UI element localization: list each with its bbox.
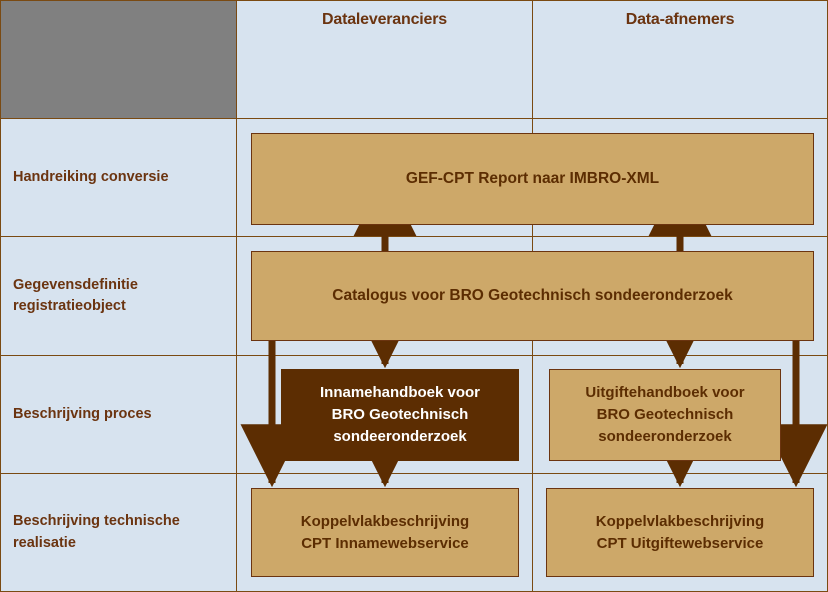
grid-cell-header-dataleveranciers xyxy=(236,0,533,119)
grid-cell-gegevensdefinitie-label xyxy=(0,236,237,356)
node-koppelvlak-uitgifte-label: Koppelvlakbeschrijving CPT Uitgiftewebse… xyxy=(595,512,765,552)
grid-cell-header-blank xyxy=(0,0,237,119)
node-catalogus[interactable]: Catalogus voor BRO Geotechnisch sondeero… xyxy=(251,251,814,341)
grid-cell-proces-label xyxy=(0,355,237,474)
grid-cell-technische-realisatie-label xyxy=(0,473,237,592)
node-koppelvlak-inname[interactable]: Koppelvlakbeschrijving CPT Innamewebserv… xyxy=(251,488,519,577)
grid-cell-handreiking-label xyxy=(0,118,237,237)
node-uitgiftehandboek[interactable]: Uitgiftehandboek voor BRO Geotechnisch s… xyxy=(549,369,781,461)
node-catalogus-label: Catalogus voor BRO Geotechnisch sondeero… xyxy=(332,286,733,304)
node-gef-cpt-report[interactable]: GEF-CPT Report naar IMBRO-XML xyxy=(251,133,814,225)
node-gef-cpt-report-label: GEF-CPT Report naar IMBRO-XML xyxy=(405,169,660,187)
node-koppelvlak-uitgifte[interactable]: Koppelvlakbeschrijving CPT Uitgiftewebse… xyxy=(546,488,814,577)
node-uitgiftehandboek-label: Uitgiftehandboek voor BRO Geotechnisch s… xyxy=(585,384,745,445)
node-innamehandboek[interactable]: Innamehandboek voor BRO Geotechnisch son… xyxy=(281,369,519,461)
node-innamehandboek-label: Innamehandboek voor BRO Geotechnisch son… xyxy=(319,384,481,445)
node-koppelvlak-inname-label: Koppelvlakbeschrijving CPT Innamewebserv… xyxy=(300,512,470,552)
grid-cell-header-data-afnemers xyxy=(532,0,828,119)
